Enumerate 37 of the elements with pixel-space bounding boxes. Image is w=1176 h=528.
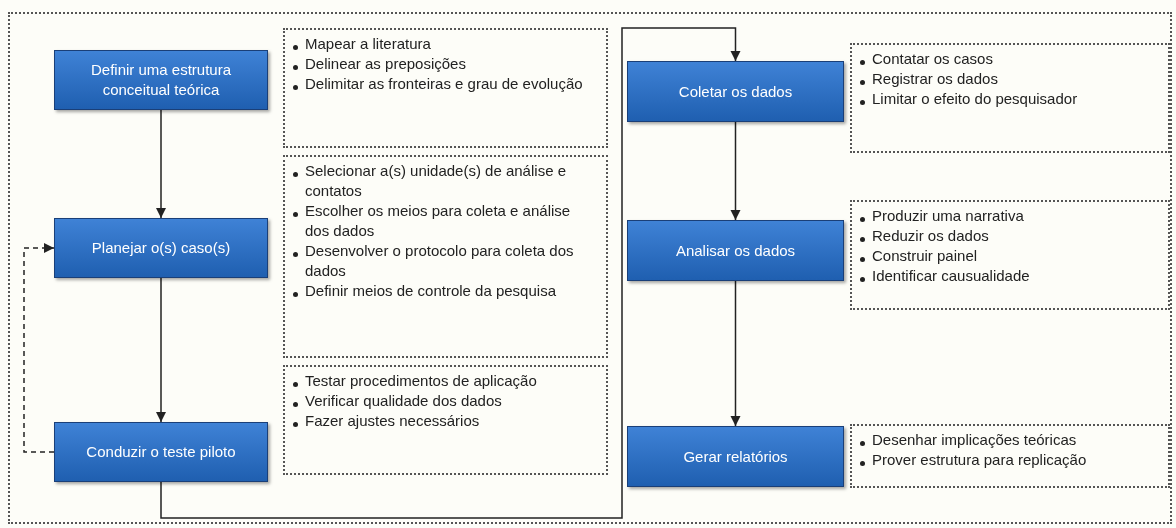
- bullet-item: Identificar causualidade: [872, 267, 1030, 284]
- bullet-item: Verificar qualidade dos dados: [305, 392, 502, 409]
- process-box: Definir uma estrutura conceitual teórica: [54, 50, 268, 110]
- notes-box: [850, 43, 1170, 153]
- arrow: [155, 277, 167, 423]
- bullet-item: Delinear as preposições: [305, 55, 466, 72]
- bullet-item: Mapear a literatura: [305, 35, 431, 52]
- bullet-item: Testar procedimentos de aplicação: [305, 372, 537, 389]
- process-box: Planejar o(s) caso(s): [54, 218, 268, 278]
- arrow: [730, 280, 741, 427]
- bullet-item: Produzir uma narrativa: [872, 207, 1024, 224]
- bullet-item: Fazer ajustes necessários: [305, 412, 480, 429]
- bullet-item: Reduzir os dados: [872, 227, 989, 244]
- bullet-item: Selecionar a(s) unidade(s) de análise e contatos: [305, 162, 566, 199]
- bullet-item: Contatar os casos: [872, 50, 993, 67]
- notes-box: [850, 200, 1170, 310]
- bullet-item: Construir painel: [872, 247, 978, 264]
- arrow: [160, 27, 741, 519]
- process-box: Conduzir o teste piloto: [54, 422, 268, 482]
- bullet-item: Escolher os meios para coleta e análise dos dados: [305, 202, 571, 239]
- process-box: Gerar relatórios: [627, 426, 844, 487]
- process-box: Analisar os dados: [627, 220, 844, 281]
- arrow: [155, 109, 167, 219]
- notes-box: [283, 155, 608, 358]
- bullet-item: Limitar o efeito do pesquisador: [872, 90, 1078, 107]
- bullet-item: Prover estrutura para replicação: [872, 451, 1087, 468]
- arrow: [23, 242, 55, 453]
- notes-box: [850, 424, 1170, 488]
- arrow: [730, 121, 741, 221]
- bullet-item: Desenvolver o protocolo para coleta dos dados: [305, 242, 574, 279]
- process-box: Coletar os dados: [627, 61, 844, 122]
- bullet-item: Delimitar as fronteiras e grau de evolução: [305, 75, 583, 92]
- notes-box: [283, 28, 608, 148]
- bullet-item: Desenhar implicações teóricas: [872, 431, 1077, 448]
- bullet-item: Registrar os dados: [872, 70, 998, 87]
- notes-box: [283, 365, 608, 475]
- bullet-item: Definir meios de controle da pesquisa: [305, 282, 556, 299]
